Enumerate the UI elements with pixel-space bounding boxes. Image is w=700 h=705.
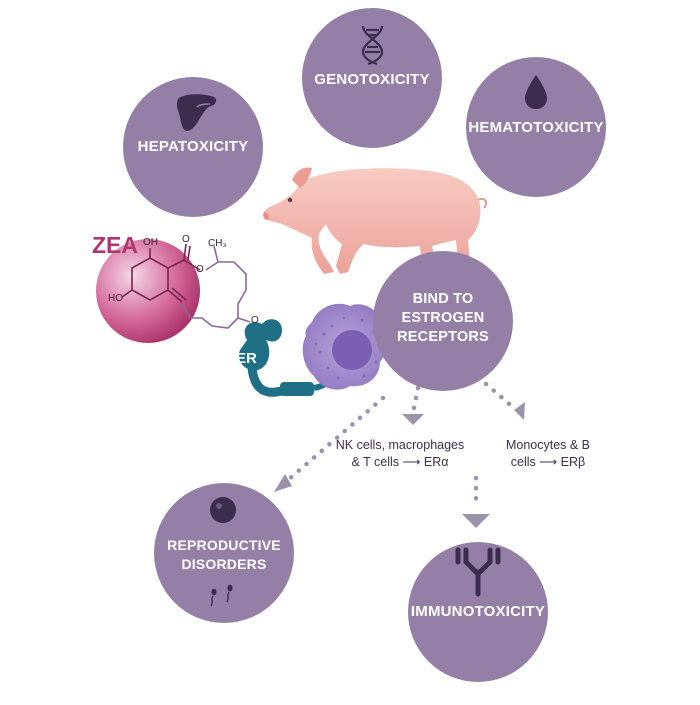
arrow-to-monocytes (483, 381, 517, 411)
pig-illustration (263, 167, 487, 274)
arrowhead-reproductive (274, 474, 292, 492)
arrow-to-nk-cells (411, 385, 421, 411)
immunotoxicity-label: IMMUNOTOXICITY (410, 603, 546, 620)
blood-drop-icon (525, 75, 547, 109)
zea-o-ester: O (196, 264, 204, 275)
egg-cell-icon (210, 497, 236, 523)
hematotoxicity-label: HEMATOTOXICITY (468, 119, 604, 136)
reproductive-line2: DISORDERS (181, 556, 267, 572)
arrowhead-monocytes (514, 402, 525, 420)
hepatoxicity-label: HEPATOXICITY (137, 138, 249, 155)
dna-icon (361, 25, 384, 66)
arrow-to-reproductive (285, 395, 386, 483)
circle-immunotoxicity (408, 542, 548, 682)
genotoxicity-label: GENOTOXICITY (314, 71, 430, 88)
bind-receptors-line1: BIND TO (412, 291, 474, 307)
zea-methyl: CH₃ (208, 238, 227, 249)
note-nk-cells: NK cells, macrophages & T cells ⟶ ERα (330, 437, 470, 471)
zea-oh-left: HO (108, 293, 123, 304)
reproductive-label: REPRODUCTIVE DISORDERS (154, 536, 294, 574)
sperm-icon (210, 584, 233, 607)
reproductive-line1: REPRODUCTIVE (167, 537, 281, 553)
er-label: ER (236, 350, 257, 367)
circle-bind-receptors (373, 251, 513, 391)
circle-genotoxicity (302, 8, 442, 148)
bind-receptors-label: BIND TO ESTROGEN RECEPTORS (383, 290, 503, 347)
note-mono-line1: Monocytes & B (505, 438, 591, 452)
zea-label: ZEA (92, 232, 138, 258)
zea-macrocycle (181, 245, 251, 329)
cell-nucleus (332, 330, 372, 370)
note-mono-line2: cells ⟶ ERβ (510, 455, 586, 469)
arrows (285, 381, 517, 509)
note-nk-line2: & T cells ⟶ ERα (351, 455, 449, 469)
zea-oh-top: OH (143, 237, 158, 248)
note-monocytes: Monocytes & B cells ⟶ ERβ (488, 437, 608, 471)
note-nk-line1: NK cells, macrophages (335, 438, 465, 452)
immune-cell (302, 303, 389, 390)
bind-receptors-line2: ESTROGEN (401, 310, 485, 326)
arrowheads (274, 402, 525, 528)
antibody-icon (455, 547, 501, 597)
circle-hematotoxicity (466, 57, 606, 197)
zea-o-carbonyl: O (182, 234, 190, 245)
zea-o-ketone: O (251, 315, 259, 326)
bind-receptors-line3: RECEPTORS (397, 329, 489, 345)
circle-hepatoxicity (123, 77, 263, 217)
circle-reproductive (154, 483, 294, 623)
liver-icon (176, 94, 217, 131)
zea-structure (121, 243, 201, 303)
arrowhead-immunotoxicity (462, 514, 490, 528)
arrowhead-nk (402, 414, 424, 425)
